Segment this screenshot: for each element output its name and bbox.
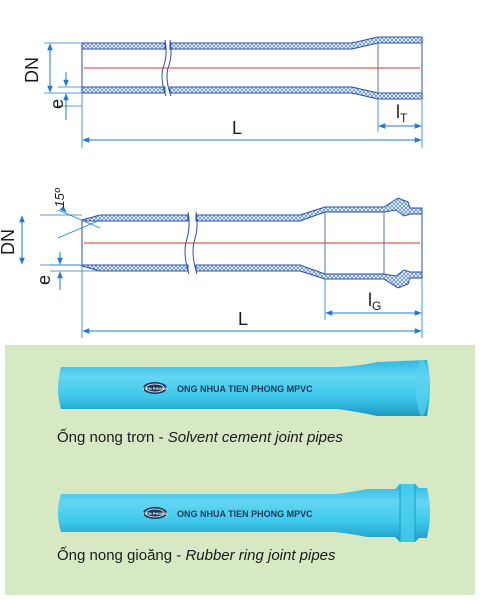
brand-logo: TIEN PHONG [143,382,168,394]
brand-logo: TIEN PHONG [143,507,168,519]
dn-label: DN [22,57,42,83]
caption-solvent: Ống nong trơn - Solvent cement joint pip… [57,429,343,446]
brand-text: ONG NHUA TIEN PHONG MPVC [177,509,313,519]
break-mark-right [192,211,198,275]
solvent-joint-diagram: DN e L lT [22,36,423,148]
e-label: e [34,275,54,285]
pipe-wall-top [81,36,423,50]
brand-text: ONG NHUA TIEN PHONG MPVC [177,384,313,394]
angle-arrow [59,205,67,213]
caption-rubber-vi: Ống nong gioăng - [57,547,186,564]
l-label: L [238,309,248,329]
svg-text:TIEN PHONG: TIEN PHONG [143,386,168,391]
solvent-pipe-photo: TIEN PHONG ONG NHUA TIEN PHONG MPVC [58,360,430,416]
lt-label: lT [396,102,408,125]
caption-solvent-en: Solvent cement joint pipes [167,429,343,446]
caption-rubber-en: Rubber ring joint pipes [185,547,336,564]
dn-label: DN [0,229,18,255]
pipe-photo-panel: TIEN PHONG ONG NHUA TIEN PHONG MPVC Ống … [5,345,475,595]
e-label: e [47,99,67,109]
angle-label: 15º [52,187,67,207]
break-mark-left [184,211,190,275]
lg-label: lG [368,290,381,313]
svg-text:TIEN PHONG: TIEN PHONG [143,511,168,516]
pipe-wall-bottom [81,86,423,100]
pipe-wall-bottom [81,264,423,289]
caption-rubber: Ống nong gioăng - Rubber ring joint pipe… [57,547,336,564]
pipe-wall-top [81,197,423,222]
rubber-pipe-photo: TIEN PHONG ONG NHUA TIEN PHONG MPVC [58,484,430,542]
l-label: L [232,118,242,138]
caption-solvent-vi: Ống nong trơn - [57,429,168,446]
rubber-joint-diagram: 15º DN e L lG [0,187,423,338]
